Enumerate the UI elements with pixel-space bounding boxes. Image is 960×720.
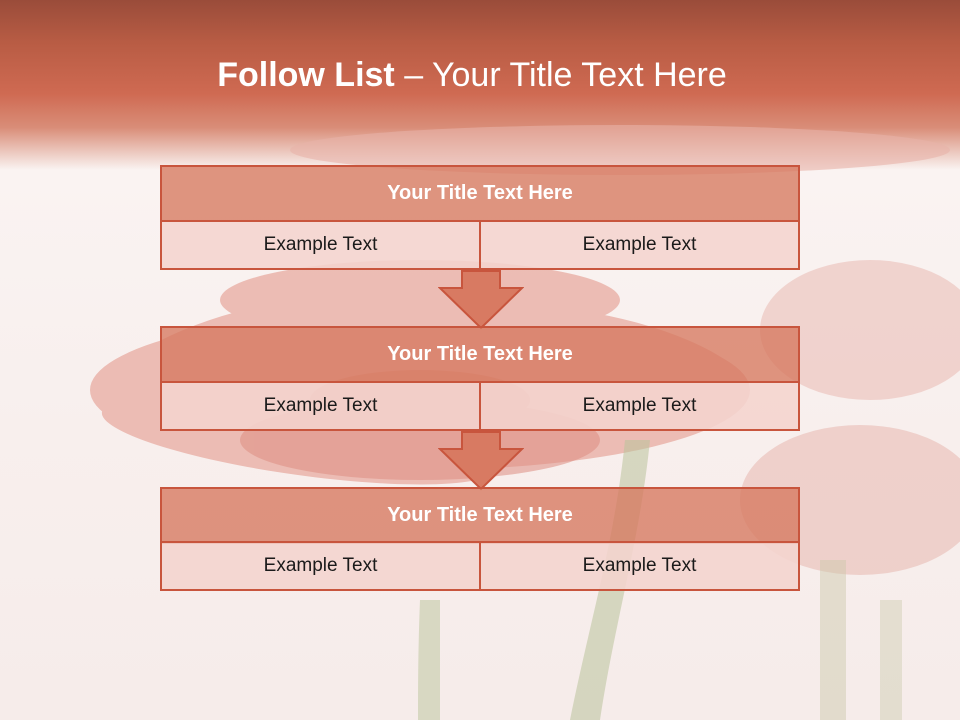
block-cell-right[interactable]: Example Text bbox=[479, 541, 800, 591]
slide-title-bold: Follow List bbox=[217, 56, 395, 94]
slide-title: Follow List – Your Title Text Here bbox=[0, 52, 944, 98]
block-cell-right[interactable]: Example Text bbox=[479, 381, 800, 431]
block-title[interactable]: Your Title Text Here bbox=[160, 487, 800, 544]
follow-block-2: Your Title Text Here Example Text Exampl… bbox=[160, 326, 800, 433]
block-cell-left[interactable]: Example Text bbox=[160, 381, 481, 431]
block-cell-left[interactable]: Example Text bbox=[160, 541, 481, 591]
down-arrow-icon bbox=[438, 431, 524, 491]
block-title[interactable]: Your Title Text Here bbox=[160, 326, 800, 383]
block-title[interactable]: Your Title Text Here bbox=[160, 165, 800, 222]
follow-block-1: Your Title Text Here Example Text Exampl… bbox=[160, 165, 800, 272]
block-cell-left[interactable]: Example Text bbox=[160, 220, 481, 270]
down-arrow-icon bbox=[438, 270, 524, 330]
block-cell-right[interactable]: Example Text bbox=[479, 220, 800, 270]
follow-block-3: Your Title Text Here Example Text Exampl… bbox=[160, 487, 800, 593]
slide-title-rest: – Your Title Text Here bbox=[394, 56, 727, 94]
